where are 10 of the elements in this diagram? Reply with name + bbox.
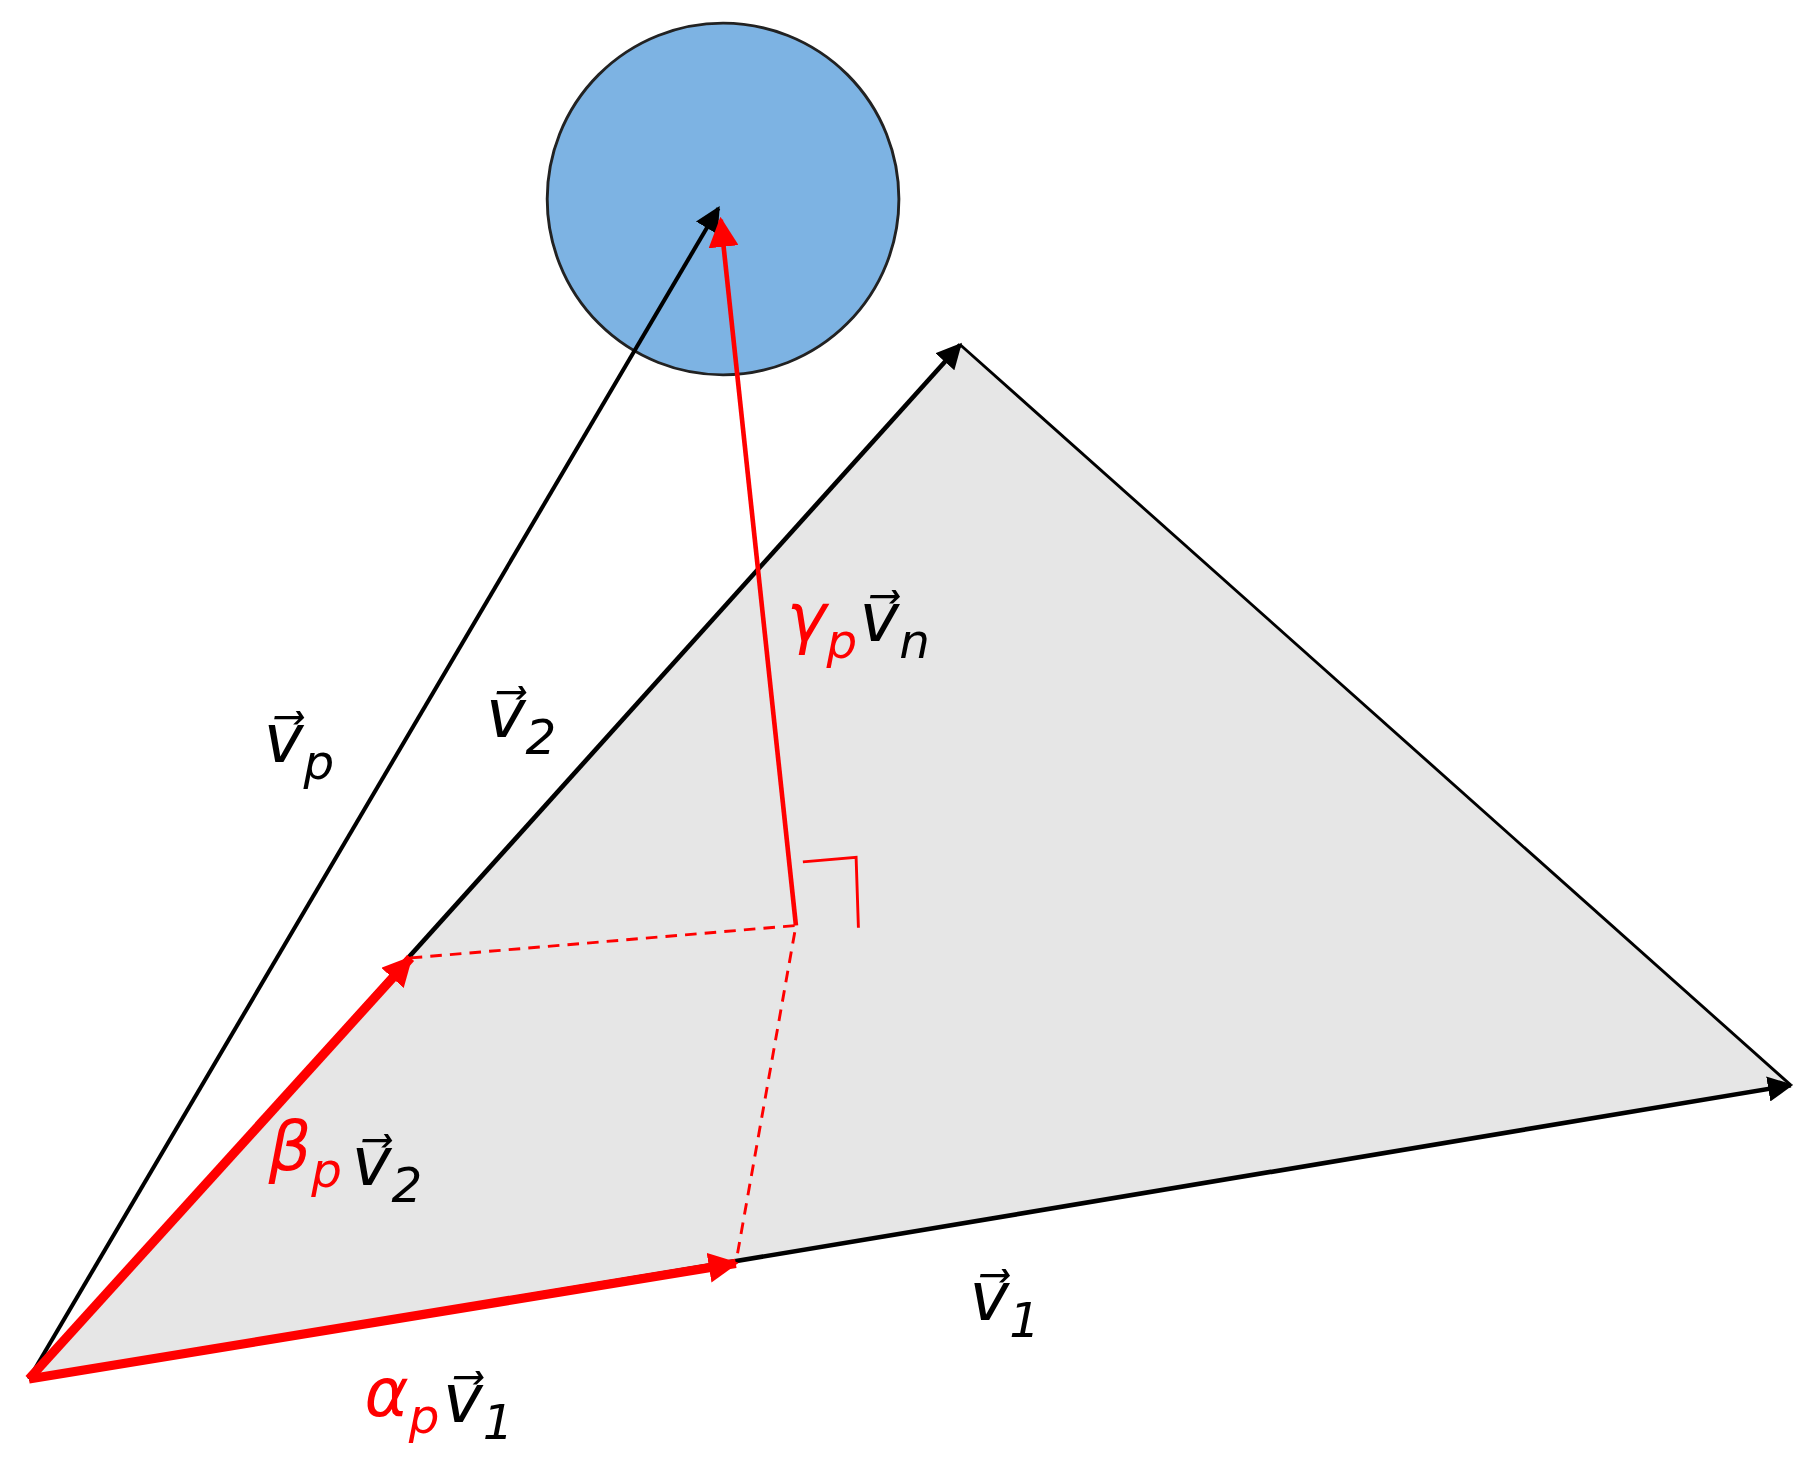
coefficient-label: γ$_{p}$ [786,584,858,666]
vector-label: v⃗$_{n}$ [859,584,930,666]
sphere-circle [545,21,901,377]
vector-label: v⃗$_{1}$ [969,1263,1040,1345]
vector-label: v⃗$_{1}$ [443,1365,514,1447]
vector-label: v⃗$_{2}$ [485,680,557,762]
coefficient-label: α$_{p}$ [364,1359,440,1441]
coefficient-label: β$_{p}$ [268,1112,342,1195]
vector-label: v⃗$_{p}$ [263,705,335,788]
vector-label: v⃗$_{2}$ [351,1127,423,1210]
